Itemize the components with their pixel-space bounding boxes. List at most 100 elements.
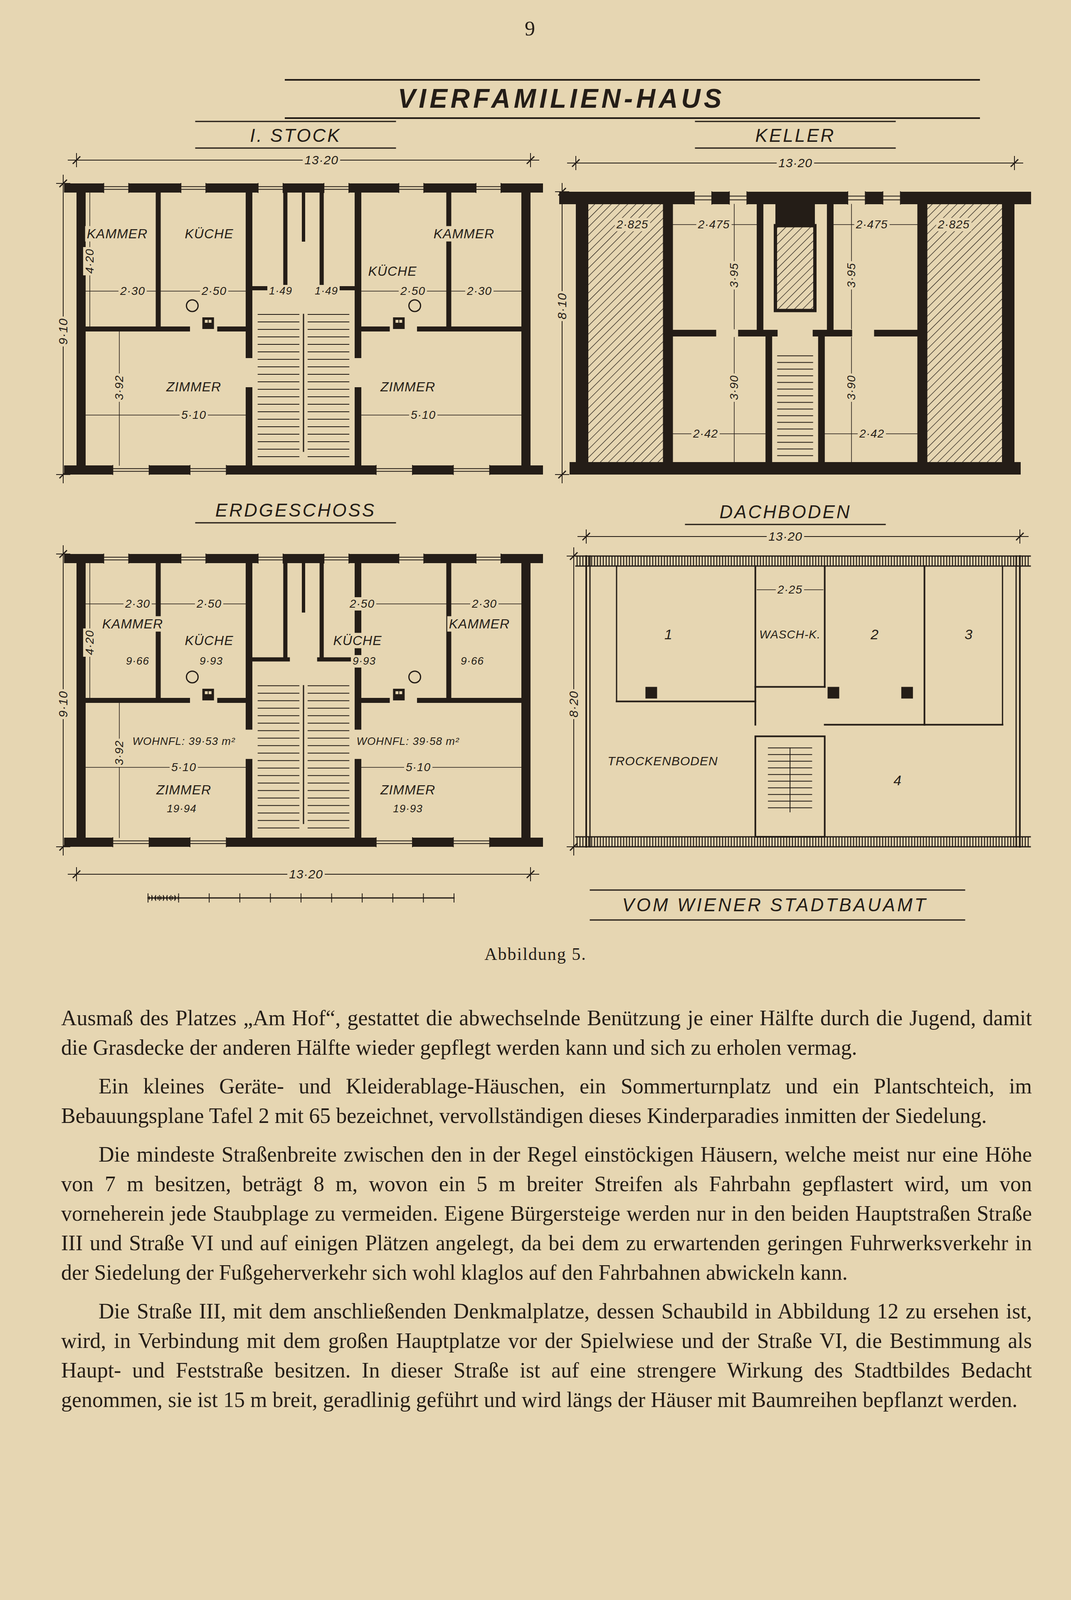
stair-step [258,351,299,353]
wall [354,183,362,358]
stair-step [308,804,349,806]
dimension-slash [73,156,80,164]
wall [765,333,773,475]
stair-step [308,737,349,739]
wall [818,333,825,475]
window-jamb [864,191,866,205]
stair-step [777,355,813,356]
room-name: ZIMMER [378,782,437,798]
window-glass [112,470,149,472]
plan-heading: DACHBODEN [713,500,857,524]
dimension-slash [59,471,67,478]
window-glass [453,468,490,469]
window-glass [103,559,129,561]
dimension-line [733,337,735,462]
stair-step [258,388,299,390]
dimension-slash [1016,533,1024,540]
chimney [901,686,914,699]
window-glass [694,195,712,197]
stair-step [258,692,299,694]
window-jamb [103,553,105,563]
dimension-line [573,547,575,855]
stair-step [308,403,349,405]
cellar-plan [555,156,1032,483]
dimension-line [85,414,246,416]
stove [186,299,198,312]
stair-step [308,396,349,398]
stair-step [777,434,813,436]
dimension: 1·49 [313,284,340,298]
roof-edge-line [575,846,1031,848]
stair-step [258,343,299,345]
partition [616,700,756,703]
window-jamb [882,191,884,205]
scale-tick [392,893,394,902]
window-glass [112,468,149,469]
dimension-line [118,702,120,838]
wall [354,758,362,847]
window-glass [729,199,747,201]
stair-step [258,373,299,375]
scale-tick [208,893,210,902]
wall [319,553,324,659]
partition [616,565,618,702]
stair-step [258,812,299,814]
window-jamb [205,553,207,563]
partition [824,723,1003,726]
wall [417,326,531,332]
stair-step [308,448,349,450]
wall [417,697,531,703]
stair-step [258,411,299,413]
gable-wall [1015,555,1017,847]
chimney [392,317,405,329]
window-jamb [475,183,477,193]
plan-panel: KELLER [556,123,1035,474]
stair-step [258,760,299,761]
wall [446,183,452,329]
credit-rule [590,889,965,891]
dimension: 2·30 [123,597,152,611]
stair-step [308,722,349,724]
room-name: TROCKENBODEN [605,753,720,769]
window-opening [376,837,413,847]
stair-step [308,343,349,345]
stair-step [777,375,813,376]
wall [245,387,253,475]
dimension-slash [527,870,534,878]
window-glass [103,556,129,558]
wall [245,553,253,730]
dimension-line [824,433,918,435]
dimension: 3·90 [844,373,859,402]
window-jamb [348,553,350,563]
room-name: KAMMER [85,226,150,242]
plan-heading: KELLER [749,123,842,148]
heading-rule [695,120,896,123]
roof-edge [575,555,1031,566]
stair-step [258,722,299,724]
stair-step [308,774,349,776]
dimension-slash [582,533,590,540]
wall [301,553,306,613]
window-opening [323,553,349,563]
dimension: 5·10 [169,760,198,774]
window-jamb [205,183,207,193]
window-jamb [398,553,400,563]
body-paragraph: Die Straße III, mit dem anschließenden D… [61,1295,1032,1415]
window-jamb [225,837,227,847]
area-figure: 9·93 [350,654,378,668]
window-glass [847,195,866,197]
wall [249,656,290,662]
plan-heading: ERDGESCHOSS [209,498,382,522]
window-jamb [423,553,425,563]
window-jamb [423,183,425,193]
dimension-line [361,766,522,768]
hatched-area [775,225,815,311]
window-glass [694,199,712,201]
window-glass [190,468,227,469]
wall [357,697,390,703]
window-jamb [728,191,730,205]
window-glass [398,186,424,188]
window-glass [190,840,227,842]
heading-rule [195,147,396,149]
dimension: 2·25 [775,582,805,597]
